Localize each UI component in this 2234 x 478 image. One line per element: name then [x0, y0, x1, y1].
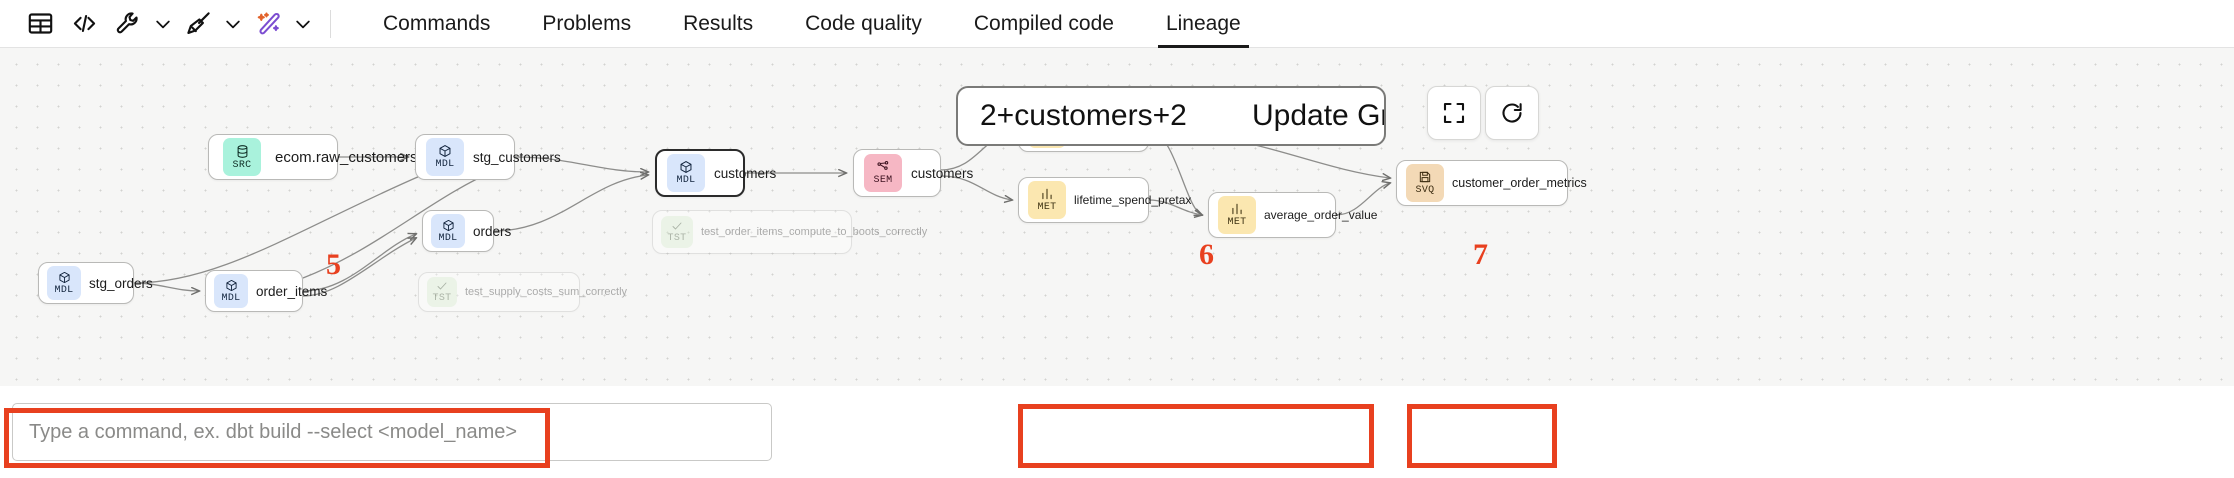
editor-tab-bar: Commands Problems Results Code quality C…	[357, 0, 1267, 48]
table-view-icon[interactable]	[18, 4, 62, 44]
code-view-icon[interactable]	[62, 4, 106, 44]
node-type-badge-mdl: MDL	[214, 274, 248, 308]
lineage-node-customers-model[interactable]: MDL customers	[655, 149, 776, 197]
node-type-badge-met: MET	[1028, 181, 1066, 219]
node-label: order_items	[256, 283, 328, 299]
lineage-node-test-order-items[interactable]: TST test_order_items_compute_to_boots_co…	[652, 210, 927, 254]
tab-results[interactable]: Results	[683, 11, 754, 35]
node-type-text: SEM	[873, 175, 893, 186]
lineage-node-lifetime-spend-pretax[interactable]: MET lifetime_spend_pretax	[1018, 177, 1191, 223]
node-type-badge-svq: SVQ	[1406, 164, 1444, 202]
lineage-node-orders[interactable]: MDL orders	[422, 210, 511, 252]
node-label: lifetime_spend_pretax	[1074, 193, 1192, 207]
callout-number-7: 7	[1473, 238, 1488, 271]
node-type-text: SVQ	[1415, 185, 1435, 196]
toolbar-icon-group	[0, 0, 345, 48]
node-label: ecom.raw_customers	[275, 148, 418, 166]
node-label: test_order_items_compute_to_boots_correc…	[701, 225, 928, 238]
broom-icon[interactable]	[176, 4, 220, 44]
node-label: customer_order_metrics	[1452, 176, 1587, 190]
node-type-text: MDL	[438, 232, 458, 244]
node-label: test_supply_costs_sum_correctly	[465, 286, 628, 298]
refresh-graph-button[interactable]	[1485, 86, 1539, 140]
lineage-node-customer-order-metrics[interactable]: SVQ customer_order_metrics	[1396, 160, 1587, 206]
node-type-text: SRC	[232, 159, 252, 171]
node-label: customers	[714, 165, 777, 181]
lineage-node-customers-semantic[interactable]: SEM customers	[853, 149, 973, 197]
node-type-text: MDL	[435, 159, 455, 170]
lineage-node-order-items[interactable]: MDL order_items	[205, 270, 327, 312]
node-type-text: MET	[1227, 217, 1247, 228]
node-type-badge-mdl: MDL	[667, 154, 705, 192]
node-type-badge-met: MET	[1218, 196, 1256, 234]
node-type-badge-sem: SEM	[864, 154, 902, 192]
broom-chevron-down-icon[interactable]	[220, 4, 246, 44]
wrench-icon[interactable]	[106, 4, 150, 44]
node-label: orders	[473, 223, 512, 239]
node-type-badge-mdl: MDL	[426, 138, 464, 176]
node-type-badge-mdl: MDL	[47, 266, 81, 300]
command-input[interactable]	[12, 403, 772, 461]
command-input-wrapper	[12, 403, 772, 461]
graph-selector-input[interactable]: 2+customers+2	[980, 99, 1187, 132]
tab-problems[interactable]: Problems	[542, 11, 632, 35]
tab-compiled-code[interactable]: Compiled code	[973, 11, 1114, 35]
callout-number-6: 6	[1199, 238, 1214, 271]
node-label: stg_orders	[89, 275, 153, 291]
lineage-node-stg-orders[interactable]: MDL stg_orders	[38, 262, 153, 304]
toolbar-divider	[330, 9, 331, 38]
lineage-graph-bar: 2+customers+2 Update Graph	[956, 86, 1386, 146]
node-label: average_order_value	[1264, 208, 1378, 222]
magic-wand-icon[interactable]	[246, 4, 290, 44]
node-type-text: MET	[1037, 202, 1057, 213]
lineage-node-stg-customers[interactable]: MDL stg_customers	[415, 134, 561, 180]
node-type-text: MDL	[676, 175, 696, 186]
command-bar: Defer to staging/production ? Ready •••	[0, 386, 2234, 478]
node-type-badge-tst: TST	[427, 277, 457, 307]
magic-wand-chevron-down-icon[interactable]	[290, 4, 316, 44]
tab-commands[interactable]: Commands	[383, 11, 491, 35]
lineage-node-test-supply-costs[interactable]: TST test_supply_costs_sum_correctly	[418, 272, 627, 312]
callout-number-5: 5	[326, 248, 341, 281]
node-type-badge-tst: TST	[661, 216, 693, 248]
fit-view-button[interactable]	[1427, 86, 1481, 140]
node-type-badge-src: SRC	[223, 138, 261, 176]
tab-code-quality[interactable]: Code quality	[805, 11, 922, 35]
node-label: customers	[911, 165, 974, 181]
update-graph-button[interactable]: Update Graph	[1252, 99, 1384, 132]
wrench-chevron-down-icon[interactable]	[150, 4, 176, 44]
lineage-node-average-order-value[interactable]: MET average_order_value	[1208, 192, 1377, 238]
node-type-text: MDL	[54, 284, 74, 296]
lineage-graph-canvas[interactable]: SRC ecom.raw_customers MDL stg_customers…	[0, 48, 2234, 386]
node-label: stg_customers	[473, 149, 561, 165]
node-type-badge-mdl: MDL	[431, 214, 465, 248]
node-type-text: TST	[667, 233, 687, 244]
lineage-node-ecom-raw-customers[interactable]: SRC ecom.raw_customers	[208, 134, 418, 180]
node-type-text: TST	[432, 293, 452, 304]
node-type-text: MDL	[221, 292, 241, 304]
editor-toolbar: Commands Problems Results Code quality C…	[0, 0, 2234, 48]
tab-lineage[interactable]: Lineage	[1140, 0, 1267, 48]
